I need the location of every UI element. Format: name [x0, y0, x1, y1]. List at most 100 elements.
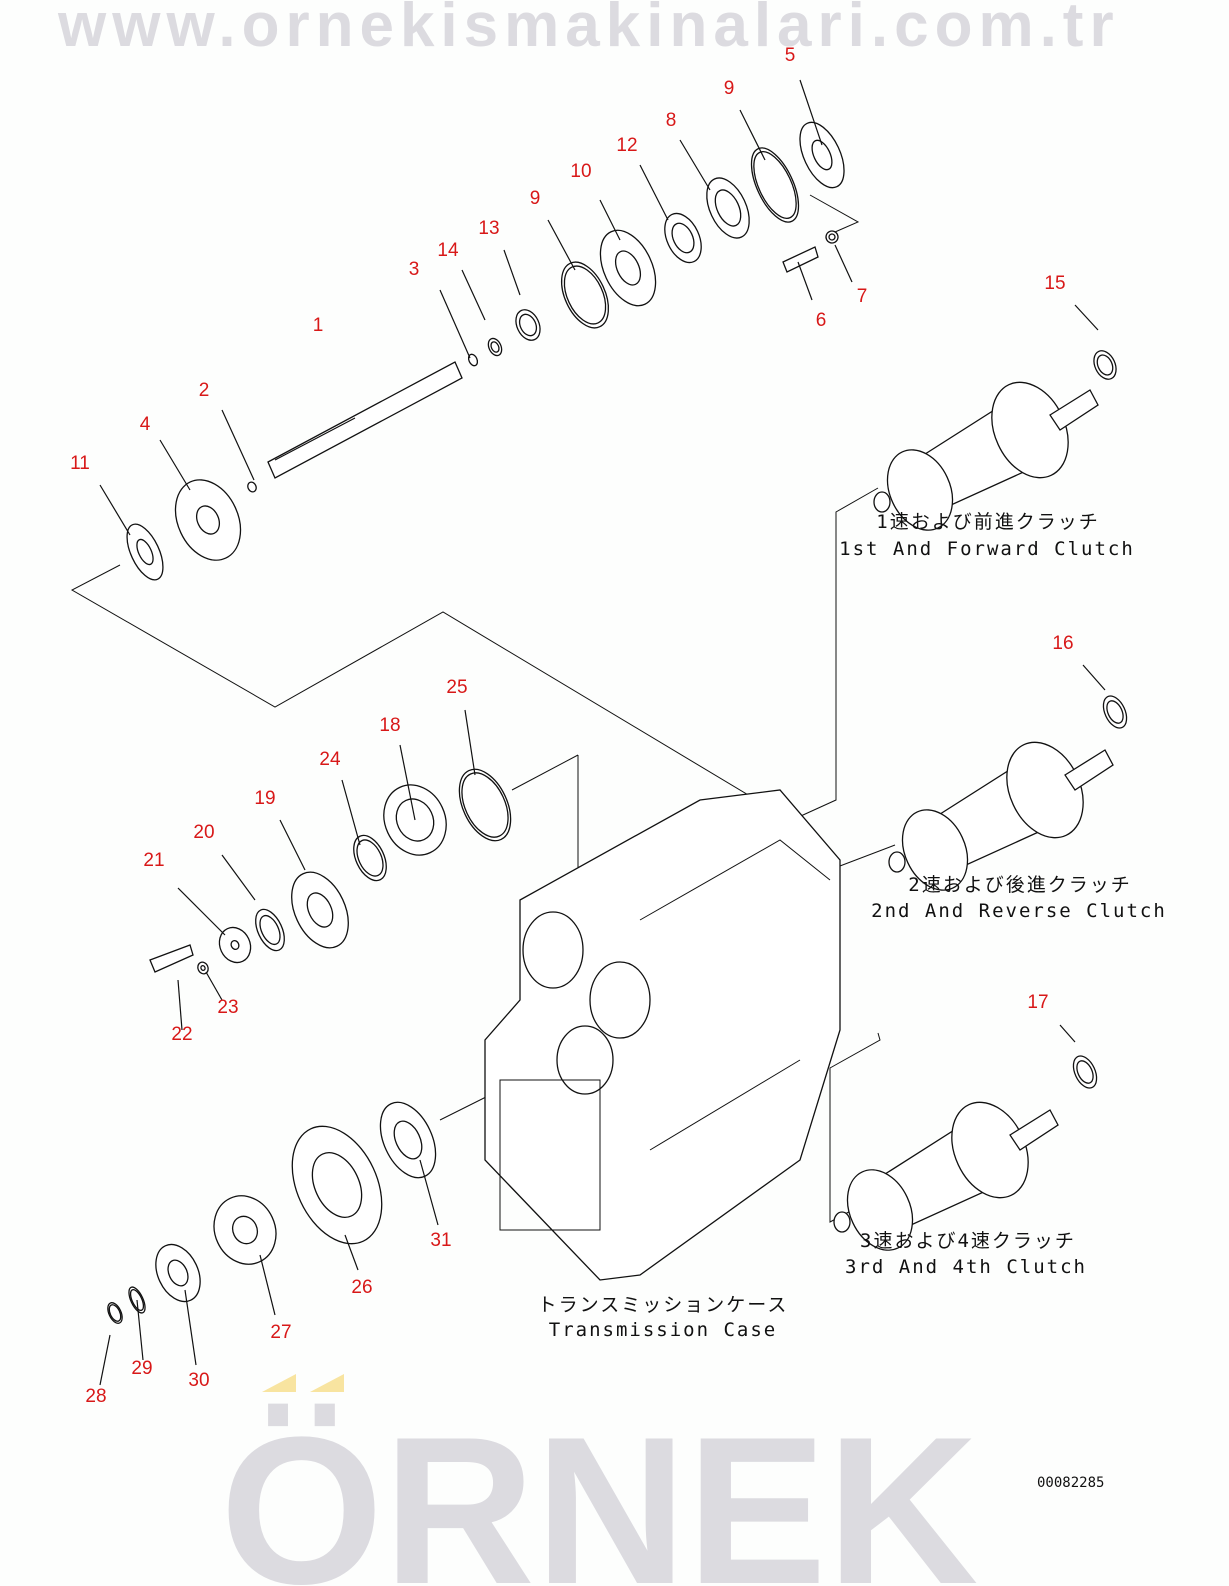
callout-number: 19	[254, 788, 275, 809]
caption-clutch-1: 1速および前進クラッチ 1st And Forward Clutch	[839, 511, 1135, 560]
leader-line	[503, 249, 521, 296]
callout-10: 10	[570, 161, 621, 241]
snap-ring-25-bore	[461, 772, 509, 838]
watermark: www.ornekismakinalari.com.tr ÖRNEK	[57, 0, 1120, 1586]
watermark-accent-left	[262, 1374, 296, 1392]
clutch-3-face	[846, 1169, 914, 1251]
washer-23-bore	[200, 965, 206, 971]
callout-number: 28	[85, 1386, 106, 1407]
leader-line	[399, 744, 416, 821]
callout-number: 18	[379, 715, 400, 736]
seal-ring-14-bore	[490, 341, 500, 353]
callout-number: 3	[409, 259, 420, 280]
callout-number: 5	[785, 45, 796, 66]
leader-line	[834, 244, 853, 283]
plate-5-bore	[811, 139, 833, 171]
leader-line	[341, 779, 361, 846]
hub-27-bore	[231, 1215, 259, 1245]
caption-clutch-3-en: 3rd And 4th Clutch	[845, 1256, 1087, 1278]
leader-line	[136, 1299, 144, 1361]
callout-22: 22	[171, 979, 193, 1045]
bearing-12-bore	[671, 222, 695, 254]
leader-line	[259, 1254, 276, 1316]
case-bore-middle	[589, 961, 651, 1039]
bearing-31-bore	[393, 1120, 423, 1160]
leader-line	[221, 854, 256, 901]
leader-line	[99, 484, 131, 536]
callout-21: 21	[143, 850, 226, 936]
callout-number: 20	[193, 822, 214, 843]
leader-line	[177, 979, 183, 1031]
document-number: 00082285	[1037, 1475, 1104, 1491]
clutch-3-stub	[833, 1211, 851, 1233]
callouts-layer: 1234567899101112131415161718192021222324…	[70, 45, 1106, 1407]
callout-number: 10	[570, 161, 591, 182]
leader-line	[274, 417, 356, 461]
callout-8: 8	[666, 110, 711, 191]
seal-rings-16-bore	[1106, 700, 1124, 724]
leader-line	[1074, 304, 1099, 331]
callout-6: 6	[797, 261, 826, 331]
caption-clutch-2-jp: 2速および後進クラッチ	[908, 874, 1131, 896]
leader-line	[797, 261, 813, 301]
snap-ring-28-bore	[108, 1304, 122, 1322]
callout-5: 5	[785, 45, 823, 146]
leader-line	[205, 971, 223, 1001]
callout-30: 30	[184, 1289, 210, 1391]
leader-line	[419, 1159, 439, 1226]
bearing-19-bore	[306, 892, 334, 928]
callout-4: 4	[140, 414, 191, 491]
callout-number: 7	[857, 286, 868, 307]
callout-number: 30	[188, 1370, 209, 1391]
washer-7-bore	[828, 233, 836, 241]
callout-7: 7	[834, 244, 868, 307]
leader-line	[344, 1234, 359, 1271]
callout-number: 1	[313, 315, 324, 336]
leader-line	[599, 199, 621, 241]
input-shaft	[267, 361, 463, 479]
callout-31: 31	[419, 1159, 452, 1251]
callout-number: 27	[270, 1322, 291, 1343]
leader-line	[679, 139, 711, 191]
callout-15: 15	[1044, 273, 1099, 331]
spacer-20-bore	[259, 914, 281, 946]
callout-number: 29	[131, 1358, 152, 1379]
callout-11: 11	[70, 453, 131, 536]
clutch-1-shaft	[1049, 389, 1099, 431]
callout-number: 31	[430, 1230, 451, 1251]
leader-line	[799, 79, 823, 146]
clutch-1-face	[886, 449, 954, 531]
watermark-accent-right	[310, 1374, 344, 1392]
callout-16: 16	[1052, 633, 1106, 691]
caption-clutch-3-jp: 3速および4速クラッチ	[860, 1230, 1076, 1252]
caption-clutch-2: 2速および後進クラッチ 2nd And Reverse Clutch	[871, 874, 1165, 922]
callout-number: 12	[616, 135, 637, 156]
caption-transmission-case: トランスミッションケース Transmission Case	[538, 1294, 787, 1341]
seal-rings-13-bore	[518, 313, 538, 337]
leader-line	[739, 109, 766, 161]
case-flange	[499, 1079, 601, 1231]
callout-2: 2	[199, 380, 255, 481]
seal-rings-15-bore	[1096, 354, 1114, 376]
caption-clutch-1-en: 1st And Forward Clutch	[839, 538, 1135, 560]
callout-17: 17	[1027, 992, 1076, 1043]
leader-line	[99, 1334, 111, 1386]
seal-rings-17-bore	[1076, 1060, 1094, 1084]
callout-29: 29	[131, 1299, 153, 1379]
leader-line	[177, 887, 226, 936]
watermark-url: www.ornekismakinalari.com.tr	[57, 0, 1120, 60]
case-rib-bottom	[649, 1059, 801, 1151]
leader-line	[221, 409, 255, 481]
callout-20: 20	[193, 822, 256, 901]
bearing-11-bore	[136, 538, 154, 566]
spacer-24-bore	[356, 839, 384, 877]
leader-line	[279, 819, 306, 871]
callout-24: 24	[319, 749, 361, 846]
leader-line	[184, 1289, 197, 1366]
callout-number: 16	[1052, 633, 1073, 654]
callout-number: 11	[70, 453, 90, 474]
leader-line	[464, 709, 476, 776]
pin-3	[467, 353, 479, 367]
callout-number: 17	[1027, 992, 1048, 1013]
